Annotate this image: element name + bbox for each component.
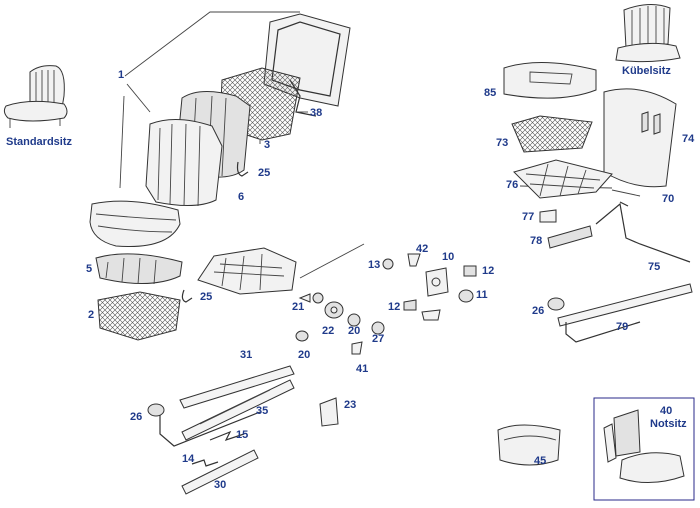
part-label-13: 13	[368, 259, 380, 271]
seat-cushion-padding	[95, 253, 183, 285]
part-label-76: 76	[506, 179, 518, 191]
part-label-30: 30	[214, 479, 226, 491]
part-label-35: 35	[256, 405, 268, 417]
part-label-12: 12	[388, 301, 400, 313]
standard-seat-thumbnail	[3, 65, 68, 128]
latch-assembly	[382, 253, 477, 321]
part-label-20: 20	[348, 325, 360, 337]
clip-25-lower	[181, 289, 193, 303]
bucket-seat-pan	[513, 159, 613, 199]
part-label-1: 1	[118, 69, 124, 81]
part-labels: 1 38 3 25 6 5 2 25 21 22 20 20 27 41 13 …	[86, 69, 695, 491]
part-label-15: 15	[236, 429, 248, 441]
part-label-85: 85	[484, 87, 496, 99]
part-label-2: 2	[88, 309, 94, 321]
bracket-23	[319, 397, 339, 427]
part-label-25: 25	[258, 167, 270, 179]
part-label-27: 27	[372, 333, 384, 345]
bucket-seat-spring-mesh	[511, 115, 593, 153]
part-label-26: 26	[130, 411, 142, 423]
part-label-31: 31	[240, 349, 252, 361]
part-label-5: 5	[86, 263, 92, 275]
part-label-70: 70	[662, 193, 674, 205]
clip-25-upper	[236, 161, 249, 177]
seat-pan-frame	[197, 247, 297, 295]
part-label-21: 21	[292, 301, 304, 313]
part-label-38: 38	[310, 107, 322, 119]
emergency-seat-box	[593, 397, 695, 501]
adjuster-hardware	[295, 292, 385, 355]
part-label-45: 45	[534, 455, 546, 467]
part-label-77: 77	[522, 211, 534, 223]
part-label-73: 73	[496, 137, 508, 149]
part-label-14: 14	[182, 453, 195, 465]
seat-cushion-spring-mesh	[97, 291, 181, 341]
part-label-20: 20	[298, 349, 310, 361]
part-label-41: 41	[356, 363, 368, 375]
emergency-seat-caption: Notsitz	[650, 418, 687, 430]
part-label-11: 11	[476, 289, 488, 301]
bucket-seat-back-shell	[603, 88, 677, 188]
part-label-12: 12	[482, 265, 494, 277]
part-label-3: 3	[264, 139, 270, 151]
seat-rails	[147, 365, 295, 495]
seat-cushion-cover	[89, 200, 181, 248]
emergency-seat-drawing	[603, 409, 685, 484]
part-label-10: 10	[442, 251, 454, 263]
bucket-seat-cushion	[503, 62, 597, 99]
part-label-78: 78	[530, 235, 542, 247]
bucket-seat-rail	[547, 283, 693, 343]
part-label-79: 79	[616, 321, 628, 333]
armrest	[497, 424, 561, 466]
part-label-26: 26	[532, 305, 544, 317]
part-label-23: 23	[344, 399, 356, 411]
emergency-seat-number: 40	[660, 405, 672, 417]
standard-seat-caption: Standardsitz	[6, 136, 73, 148]
part-label-22: 22	[322, 325, 334, 337]
part-label-74: 74	[682, 133, 695, 145]
part-label-42: 42	[416, 243, 428, 255]
part-label-6: 6	[238, 191, 244, 203]
part-label-75: 75	[648, 261, 660, 273]
bucket-seat-caption: Kübelsitz	[622, 65, 671, 77]
seat-back-cover	[145, 118, 223, 207]
part-label-25: 25	[200, 291, 212, 303]
bucket-seat-thumbnail	[615, 4, 681, 63]
bucket-seat-brackets	[539, 201, 691, 263]
